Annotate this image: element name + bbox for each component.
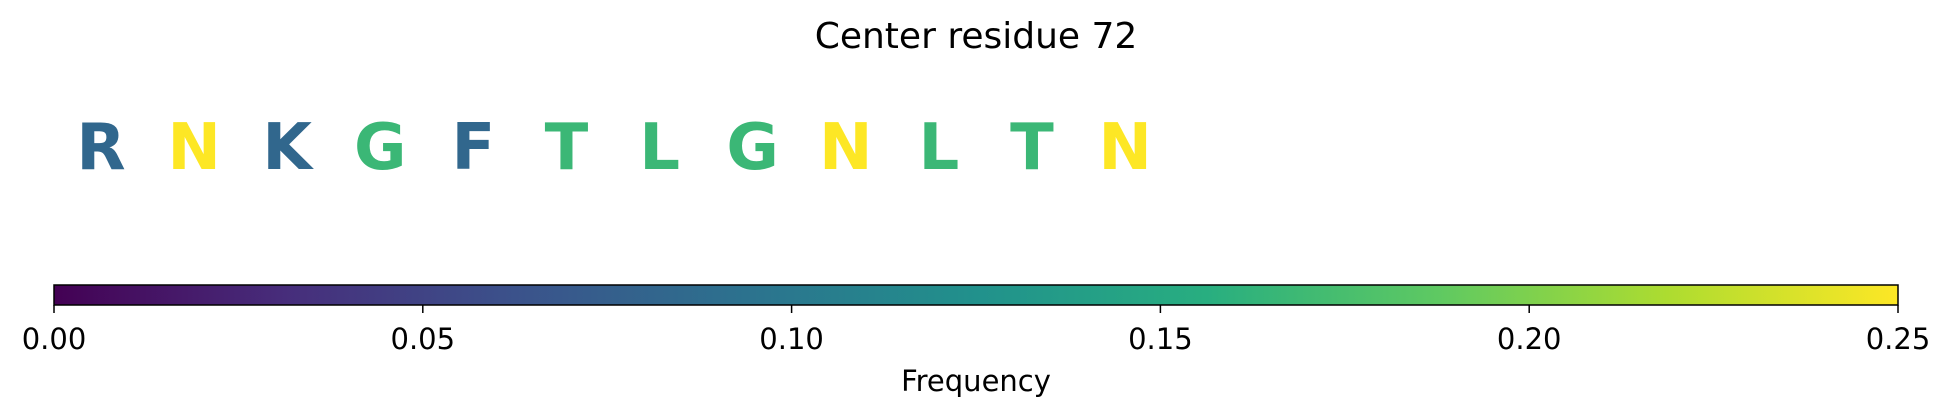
residue-letter: T (1010, 111, 1054, 185)
colorbar-tick-label: 0.05 (391, 322, 456, 356)
colorbar-tick-label: 0.20 (1497, 322, 1562, 356)
residue-letter: N (167, 111, 221, 185)
residue-letter: N (1098, 111, 1152, 185)
residue-letter: L (919, 111, 960, 185)
colorbar-ticks: 0.00 0.05 0.10 0.15 0.20 0.25 (22, 305, 1931, 356)
colorbar: 0.00 0.05 0.10 0.15 0.20 0.25 (22, 284, 1931, 356)
residue-letter: R (76, 111, 125, 185)
residue-letter: K (262, 111, 314, 185)
colorbar-axis-label: Frequency (901, 364, 1051, 398)
colorbar-tick-label: 0.15 (1128, 322, 1193, 356)
residue-letter: G (726, 111, 779, 185)
residue-letter: L (639, 111, 680, 185)
chart-title: Center residue 72 (815, 16, 1138, 57)
residue-letter: T (545, 111, 589, 185)
residue-letter: G (354, 111, 407, 185)
colorbar-tick-label: 0.25 (1866, 322, 1931, 356)
colorbar-tick-label: 0.10 (759, 322, 824, 356)
colorbar-gradient (53, 284, 1899, 306)
residue-letter: N (819, 111, 873, 185)
residue-letter: F (452, 111, 496, 185)
colorbar-tick-label: 0.00 (22, 322, 87, 356)
